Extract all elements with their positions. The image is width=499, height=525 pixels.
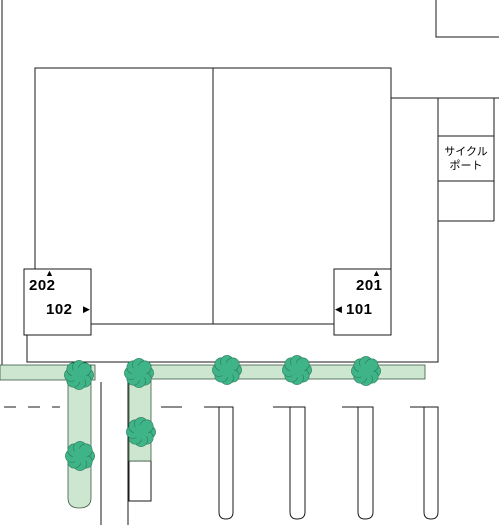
cycle-port-label: サイクル ポート: [438, 145, 494, 173]
unit-label-202: 202: [29, 277, 56, 294]
entrance-arrow-102-icon: ▶: [83, 304, 90, 314]
tree-icon: [282, 355, 312, 385]
entrance-arrow-101-icon: ◀: [335, 304, 342, 314]
parking-divider-4: [410, 406, 439, 520]
entrance-box-left: [23, 268, 92, 336]
unit-label-102: 102: [46, 301, 73, 318]
entrance-box-right: [333, 268, 392, 336]
tree-icon: [351, 356, 381, 386]
tree-icon: [64, 360, 94, 390]
unit-label-101: 101: [346, 301, 373, 318]
tree-icon: [124, 358, 154, 388]
entrance-arrow-202-icon: ▲: [45, 268, 54, 278]
tree-icon: [65, 441, 95, 471]
tree-icon: [126, 417, 156, 447]
unit-label-201: 201: [356, 277, 383, 294]
entrance-arrow-201-icon: ▲: [372, 268, 381, 278]
hedge-column-left: [67, 364, 92, 509]
cycle-port: [437, 135, 495, 182]
parking-divider-3: [342, 406, 374, 520]
tree-icon: [212, 355, 242, 385]
small-planter-box: [128, 460, 152, 502]
cycle-port-label-line1: サイクル: [444, 146, 488, 158]
parking-divider-1: [204, 406, 234, 520]
property-boundary-top-right: [435, 0, 499, 38]
trees-group: [64, 355, 381, 471]
parking-divider-2: [273, 406, 306, 520]
cycle-port-label-line2: ポート: [449, 160, 483, 172]
